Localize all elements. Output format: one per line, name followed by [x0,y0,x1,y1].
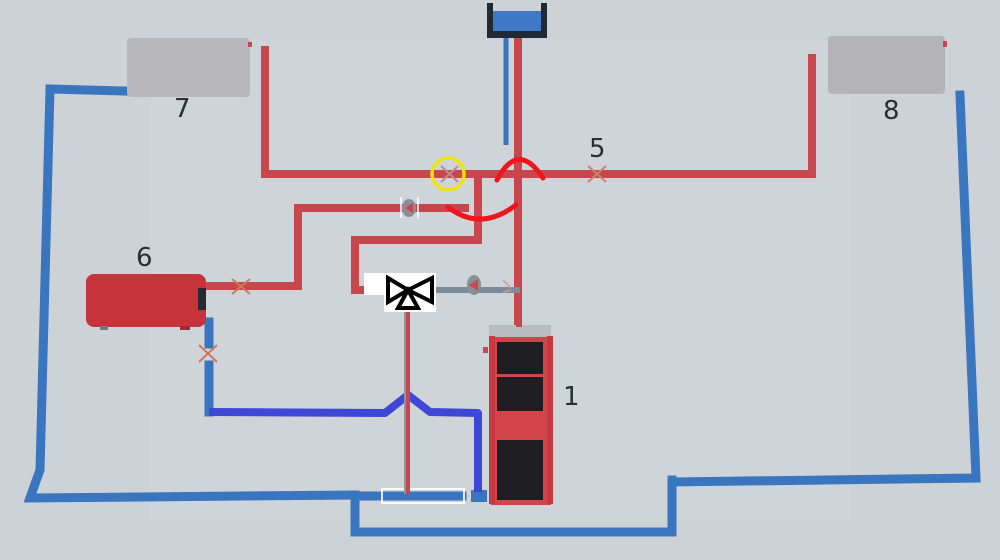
annotation-red-arc-up [494,157,546,183]
label-radiator-8: 8 [883,96,900,126]
label-boiler-1: 1 [563,382,580,412]
storage-tank-6 [86,274,206,330]
shutoff-valve-circled [440,165,459,183]
radiator-8 [828,36,947,94]
label-valve-5: 5 [589,134,606,164]
return-pipe-left-loop [23,84,360,503]
three-way-valve [364,273,436,312]
annotation-yellow-circle [430,156,466,192]
boiler-inlet-block [471,490,487,502]
boiler-1 [483,322,553,505]
circulation-pump-upper [400,197,419,218]
return-pipes [23,84,981,537]
return-pipe-bottom-loop [350,475,677,537]
radiator-7 [127,38,252,97]
shutoff-valve-tank-supply [231,278,251,295]
supply-branch-tank [201,204,469,290]
shutoff-valve-5 [587,165,607,183]
supply-branch-mixing [351,170,482,294]
label-tank-6: 6 [136,243,153,273]
shutoff-valve-tank-return [198,344,218,363]
annotation-red-arc-down [445,202,519,222]
highlight-return-line [208,391,482,492]
label-radiator-7: 7 [174,94,191,124]
expansion-tank [487,3,547,38]
shutoff-valve-riser [502,279,512,293]
circulation-pump-lower [467,275,481,295]
return-pipe-right-loop [667,90,981,487]
